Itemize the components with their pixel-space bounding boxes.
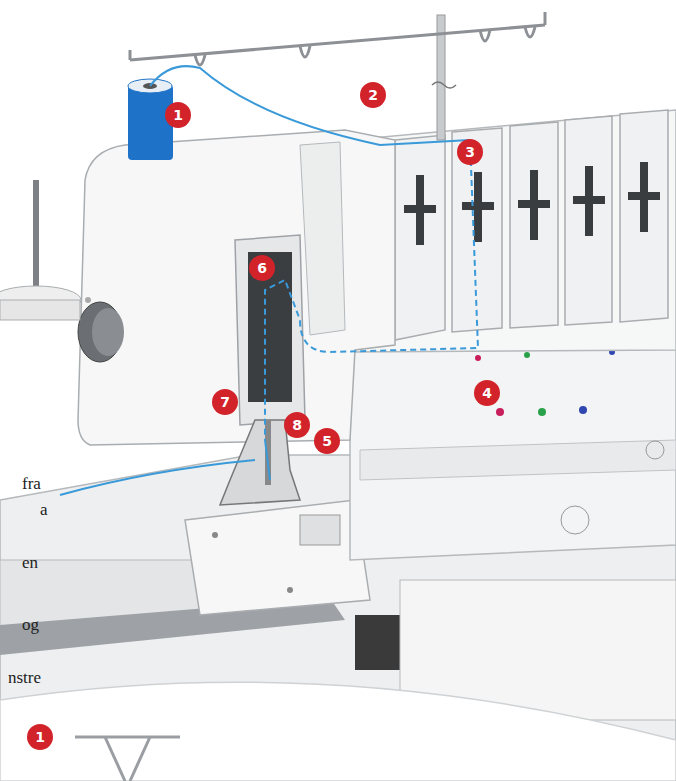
text-fragment: og [22, 615, 39, 635]
detail-bubble [0, 682, 676, 781]
callout-number: 6 [249, 255, 275, 281]
thread [150, 66, 470, 145]
break-mark [432, 82, 456, 88]
hand-wheel-face [92, 308, 124, 356]
callout-text: 7 [220, 395, 230, 409]
head-handle [300, 142, 345, 335]
stand-bar [130, 25, 545, 60]
tension-covers [395, 110, 668, 340]
callout-text: 1 [173, 108, 183, 122]
callout-number: 1 [27, 724, 53, 750]
callout-number: 8 [284, 412, 310, 438]
text-fragment: a [40, 500, 48, 520]
needle-plate [185, 500, 370, 615]
thread-dashed [265, 140, 478, 440]
top-housing [350, 110, 676, 352]
machine-head [78, 130, 395, 445]
spool-base [0, 300, 80, 320]
screw [85, 297, 91, 303]
screw [646, 441, 664, 459]
callout-number: 3 [457, 139, 483, 165]
callout-text: 3 [465, 145, 475, 159]
thread-spool [128, 85, 173, 160]
text-fragment: en [22, 553, 38, 573]
callout-text: 6 [257, 261, 267, 275]
thread-tail [60, 440, 270, 495]
tension-dials [404, 162, 660, 245]
color-dot [475, 355, 481, 361]
front-panel [350, 345, 676, 560]
callout-text: 1 [35, 730, 45, 744]
dial [561, 506, 589, 534]
needle-window [248, 252, 292, 402]
callout-number: 1 [165, 102, 191, 128]
screw [212, 532, 218, 538]
callout-number: 2 [360, 82, 386, 108]
thread-guide-detail [75, 737, 180, 781]
callout-number: 7 [212, 389, 238, 415]
text-fragment: nstre [8, 668, 41, 688]
callout-number: 5 [314, 428, 340, 454]
callout-text: 5 [322, 434, 332, 448]
spool-pin [33, 180, 39, 295]
callout-text: 8 [292, 418, 302, 432]
panel-band [360, 440, 676, 480]
text-fragment: fra [22, 474, 41, 494]
callout-text: 2 [368, 88, 378, 102]
screw [287, 587, 293, 593]
color-dot [524, 352, 530, 358]
needle-housing [235, 235, 305, 425]
callout-text: 4 [482, 386, 492, 400]
feed-dogs [300, 515, 340, 545]
color-dot [496, 408, 504, 416]
color-dot [579, 406, 587, 414]
thread-guides [130, 12, 545, 65]
callout-number: 4 [474, 380, 500, 406]
color-dot [538, 408, 546, 416]
